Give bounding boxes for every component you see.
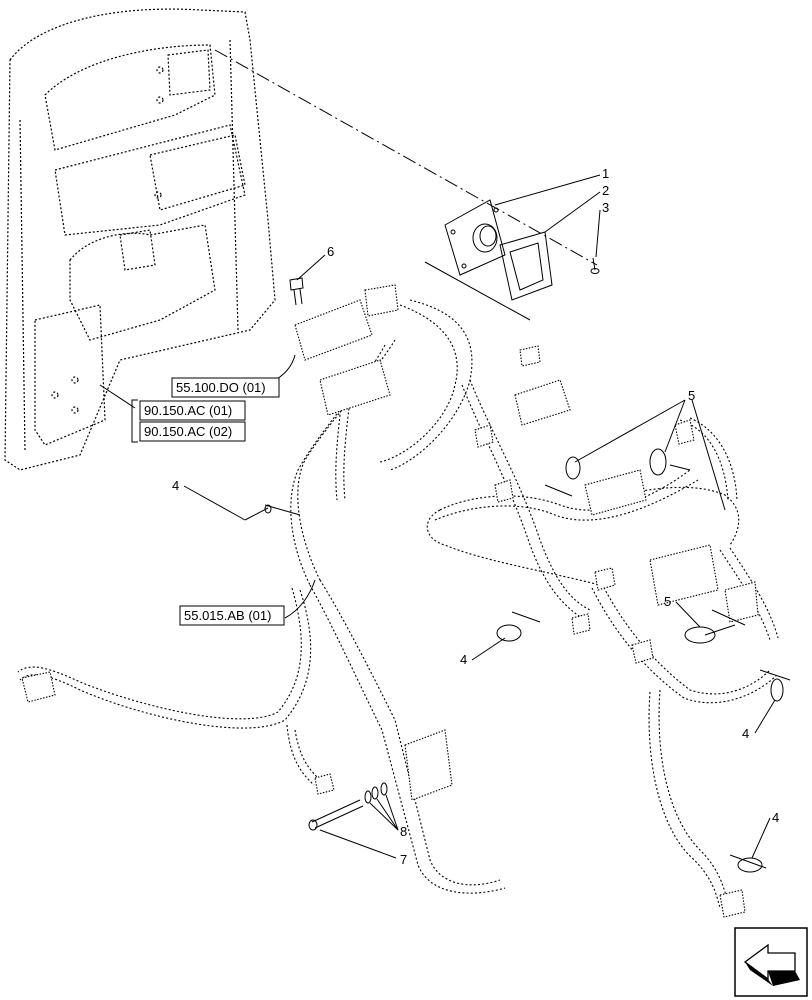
- washers-part-8: [364, 782, 388, 804]
- connector-modules: [21, 284, 759, 918]
- callout-4-c: 4: [742, 726, 749, 741]
- callout-4-d: 4: [772, 810, 779, 825]
- cover-plate-part-1: [444, 199, 506, 276]
- gasket-part-2: [499, 231, 553, 301]
- callout-numbers: 1 2 3 4 4 4 4 4 5 5 5 6 7 8: [172, 166, 779, 867]
- ref-90-150-ac-02: 90.150.AC (02): [144, 424, 232, 439]
- callout-4-b: 4: [460, 652, 467, 667]
- callout-5-b: 5: [664, 594, 671, 609]
- callout-6: 6: [327, 244, 334, 259]
- callout-8: 8: [400, 824, 407, 839]
- callout-7: 7: [400, 852, 407, 867]
- ref-55-100-do: 55.100.DO (01): [176, 380, 266, 395]
- bolt-part-6: [289, 277, 304, 306]
- reference-labels: 55.100.DO (01) 90.150.AC (01) 90.150.AC …: [131, 377, 285, 626]
- callout-5-a: 5: [688, 388, 695, 403]
- wire-harness: [17, 299, 779, 909]
- callout-3: 3: [602, 200, 609, 215]
- cab-panel: [4, 8, 276, 471]
- screw-part-3: [590, 257, 600, 274]
- cable-ties: [244, 448, 784, 873]
- next-page-arrow-icon[interactable]: [734, 927, 808, 997]
- bolt-part-7: [308, 799, 364, 831]
- callout-2: 2: [602, 183, 609, 198]
- ref-55-015-ab: 55.015.AB (01): [184, 608, 271, 623]
- callout-1: 1: [602, 166, 609, 181]
- section-markers: [264, 261, 791, 869]
- alignment-line: [214, 49, 598, 266]
- callout-4-a: 4: [172, 478, 179, 493]
- ref-90-150-ac-01: 90.150.AC (01): [144, 403, 232, 418]
